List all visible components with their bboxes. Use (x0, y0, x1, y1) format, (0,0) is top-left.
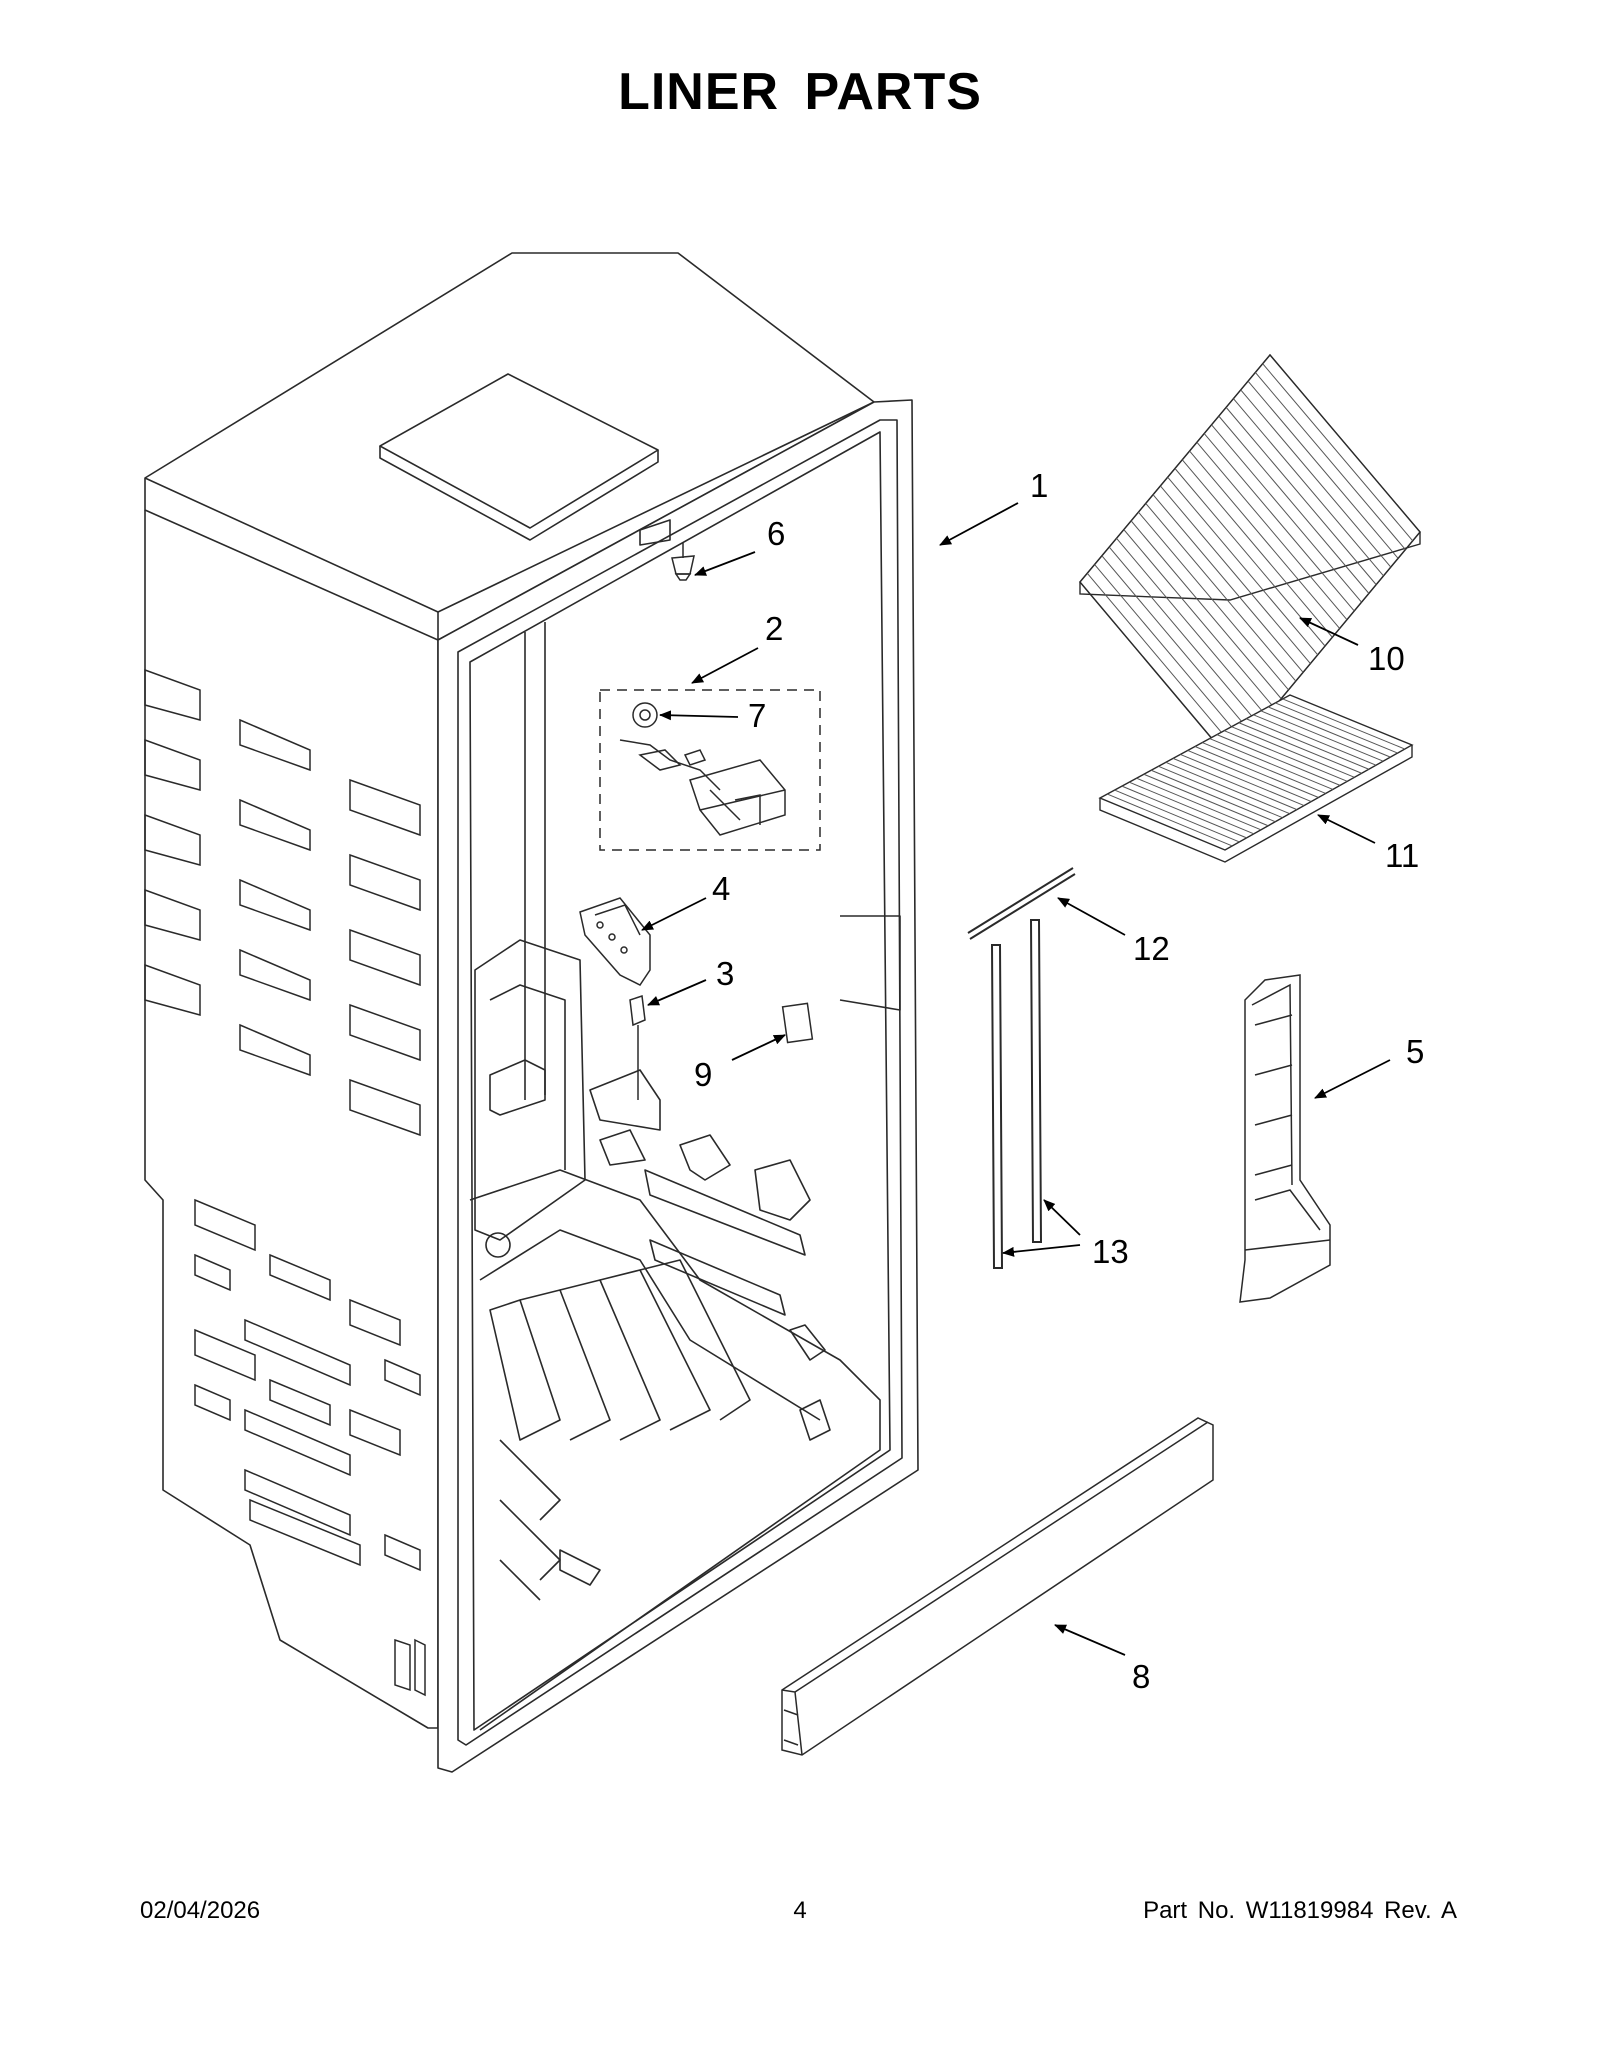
shelf-wire (1094, 564, 1245, 743)
shelf-wire (1245, 718, 1370, 770)
part-13-strips (990, 919, 1043, 1269)
shelf-wire (1260, 710, 1384, 762)
shelf-wire (1143, 773, 1269, 827)
shelf-wire (1209, 738, 1334, 790)
callout-4: 4 (712, 870, 730, 907)
shelf-wire (1233, 398, 1384, 577)
shelf-wire (1129, 781, 1254, 835)
shelf-wire (1107, 793, 1233, 847)
callout-11: 11 (1385, 837, 1419, 874)
shelf-wire (1187, 749, 1312, 803)
shelf-wire (1116, 538, 1267, 717)
shelf-wire (1150, 769, 1276, 823)
shelf-wire (1202, 742, 1326, 794)
shelf-wire (1180, 753, 1305, 807)
shelf-wire (1172, 757, 1298, 811)
shelf-wire (1181, 459, 1333, 638)
leader-5 (1314, 1059, 1391, 1099)
leader-12 (1057, 897, 1126, 936)
shelf-wire (1238, 722, 1362, 774)
part-5-bracket (1239, 974, 1331, 1303)
shelf-wire (1211, 424, 1362, 603)
shelf-wire (1145, 503, 1297, 682)
part-11-shelf-lines (1107, 698, 1405, 847)
leader-3 (647, 979, 707, 1006)
shelf-wire (1138, 511, 1289, 691)
part-2-assembly (599, 689, 821, 851)
part-6-fitting (671, 543, 695, 581)
leader-11 (1317, 814, 1376, 844)
leader-7 (659, 710, 739, 721)
leader-6 (694, 551, 756, 576)
leader-13b (1002, 1244, 1081, 1257)
footer-page-number: 4 (793, 1897, 807, 1924)
shelf-wire (1160, 485, 1311, 664)
leader-9 (731, 1034, 786, 1061)
shelf-wire (1189, 450, 1340, 629)
leader-1 (939, 502, 1019, 546)
shelf-wire (1275, 702, 1398, 754)
shelf-wire (1174, 468, 1326, 647)
shelf-wire (1194, 746, 1319, 798)
part-8-trim (781, 1417, 1214, 1756)
leader-4 (641, 897, 707, 931)
shelf-wire (1247, 380, 1399, 559)
liner-cabinet (144, 252, 919, 1773)
shelf-wire (1101, 555, 1253, 735)
shelf-wire (1224, 730, 1348, 782)
shelf-wire (1114, 789, 1240, 843)
callout-9: 9 (694, 1056, 712, 1093)
shelf-wire (1262, 363, 1414, 542)
part-10-shelf-lines (1086, 363, 1414, 752)
callout-13: 13 (1092, 1233, 1129, 1270)
callout-10: 10 (1368, 640, 1405, 677)
callout-numbers: 1 2 3 4 5 6 7 8 9 10 11 12 13 (694, 467, 1424, 1695)
leader-13a (1043, 1199, 1081, 1236)
callout-1: 1 (1030, 467, 1048, 504)
leader-8 (1054, 1624, 1126, 1656)
footer-part-number: Part No. W11819984 Rev. A (1143, 1897, 1457, 1924)
shelf-wire (1255, 372, 1406, 550)
shelf-wire (1108, 546, 1260, 726)
shelf-wire (1216, 734, 1341, 786)
shelf-wire (1240, 389, 1392, 568)
part-12-strip (967, 867, 1076, 940)
shelf-wire (1158, 765, 1283, 819)
shelf-wire (1196, 441, 1348, 621)
callout-12: 12 (1133, 930, 1170, 967)
shelf-wire (1282, 698, 1405, 750)
shelf-wire (1203, 433, 1355, 612)
page-title: LINER PARTS (618, 63, 982, 121)
shelf-wire (1121, 785, 1247, 839)
shelf-wire (1152, 494, 1304, 673)
footer-date: 02/04/2026 (140, 1897, 261, 1924)
shelf-wire (1231, 726, 1355, 778)
shelf-wire (1123, 529, 1275, 708)
leader-arrows (641, 502, 1391, 1656)
shelf-wire (1167, 476, 1319, 656)
callout-6: 6 (767, 515, 785, 552)
shelf-wire (1136, 777, 1262, 831)
part-4-housing (579, 897, 651, 986)
shelf-wire (1225, 407, 1377, 585)
leader-2 (691, 647, 759, 684)
callout-3: 3 (716, 955, 734, 992)
shelf-wire (1086, 572, 1238, 752)
callout-5: 5 (1406, 1033, 1424, 1070)
callout-7: 7 (748, 697, 766, 734)
callout-8: 8 (1132, 1658, 1150, 1695)
part-3-sensor (629, 994, 646, 1100)
shelf-wire (1130, 520, 1282, 699)
part-9-label (781, 1002, 814, 1044)
shelf-wire (1218, 415, 1370, 594)
shelf-wire (1267, 706, 1391, 758)
leader-10 (1299, 617, 1359, 646)
callout-2: 2 (765, 610, 783, 647)
shelf-wire (1165, 761, 1290, 815)
exterior-tabs (144, 668, 426, 1697)
shelf-wire (1253, 714, 1377, 766)
